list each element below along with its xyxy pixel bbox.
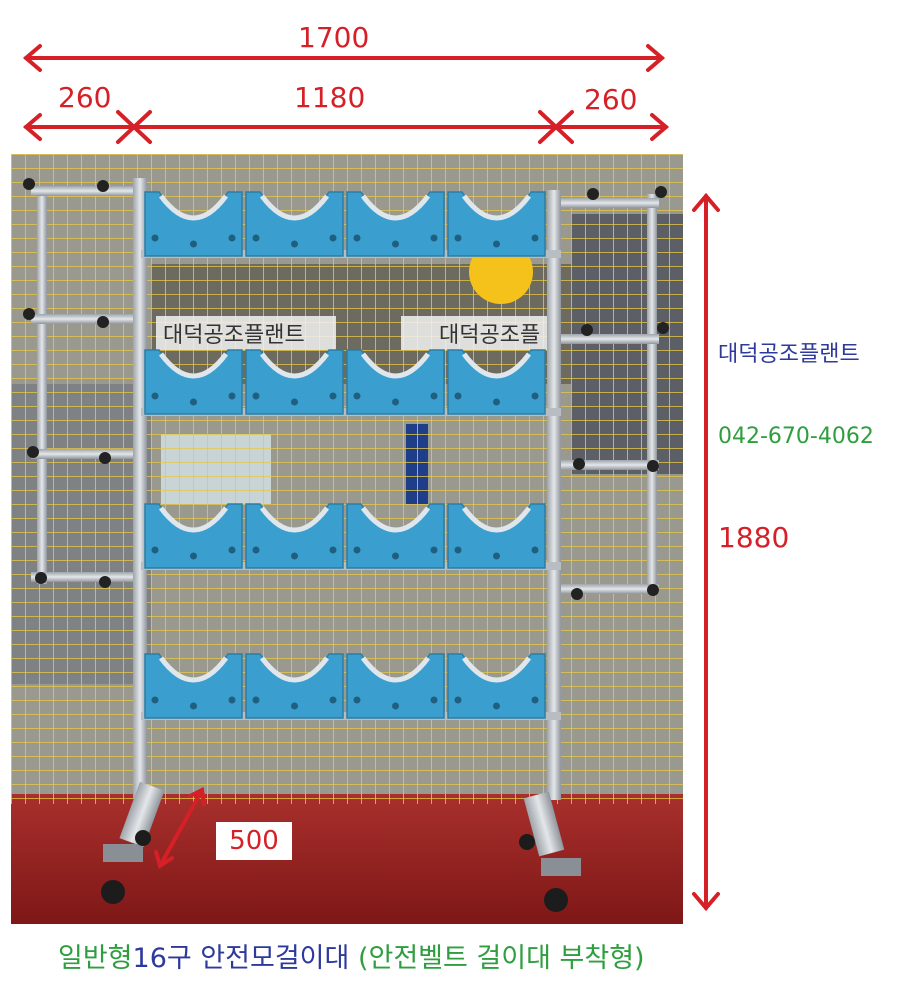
left-wing-frame (23, 178, 141, 588)
helmet-holder (447, 653, 546, 719)
sign-text-left: 대덕공조플랜트 (163, 323, 305, 348)
helmet-holder (346, 191, 445, 257)
helmet-holder (346, 349, 445, 415)
left-upright (133, 178, 147, 798)
left-wing-label: 260 (58, 81, 112, 114)
arrowhead (22, 44, 42, 72)
right-upright (547, 190, 561, 800)
company-name: 대덕공조플랜트 (718, 342, 860, 367)
arrowhead (22, 113, 42, 141)
helmet-holder (245, 191, 344, 257)
helmet-holder (346, 503, 445, 569)
sign-board-left (156, 316, 336, 350)
height-label: 1880 (718, 521, 790, 554)
caption-title: 16구 안전모걸이대 (132, 943, 350, 974)
cross-mark-right (538, 110, 574, 144)
helmet-holder (346, 653, 445, 719)
center-width-label: 1180 (294, 81, 366, 114)
helmet-holder (144, 503, 243, 569)
helmet-holder (245, 503, 344, 569)
cross-mark-left (116, 110, 152, 144)
cross-mark-right (538, 110, 574, 144)
helmet-holder (447, 349, 546, 415)
arrowhead (650, 113, 670, 141)
product-photo: 대덕공조플랜트 대덕공조플 (11, 154, 683, 924)
helmet-holder (245, 653, 344, 719)
arrowhead (692, 192, 720, 212)
right-wing-label: 260 (584, 83, 638, 116)
product-caption: 일반형16구 안전모걸이대 (안전벨트 걸이대 부착형) (58, 936, 645, 975)
helmet-holder (144, 653, 243, 719)
sign-board-right (401, 316, 551, 350)
helmet-holder (447, 191, 546, 257)
helmet-holder (144, 349, 243, 415)
total-width-label: 1700 (298, 21, 370, 54)
helmet-holder (447, 503, 546, 569)
sign-text-right: 대덕공조플 (439, 323, 540, 348)
cross-mark-left (116, 110, 152, 144)
helmet-holder (245, 349, 344, 415)
right-foot (519, 791, 581, 912)
depth-label: 500 (216, 822, 292, 860)
arrowhead (646, 44, 666, 72)
helmet-holder-rows (141, 191, 561, 720)
left-foot (101, 781, 165, 904)
arrowhead (692, 892, 720, 912)
caption-type: 일반형 (58, 943, 133, 974)
right-wing-frame (559, 186, 669, 600)
helmet-holder (144, 191, 243, 257)
phone-number: 042-670-4062 (718, 424, 874, 449)
caption-note: (안전벨트 걸이대 부착형) (357, 943, 645, 974)
